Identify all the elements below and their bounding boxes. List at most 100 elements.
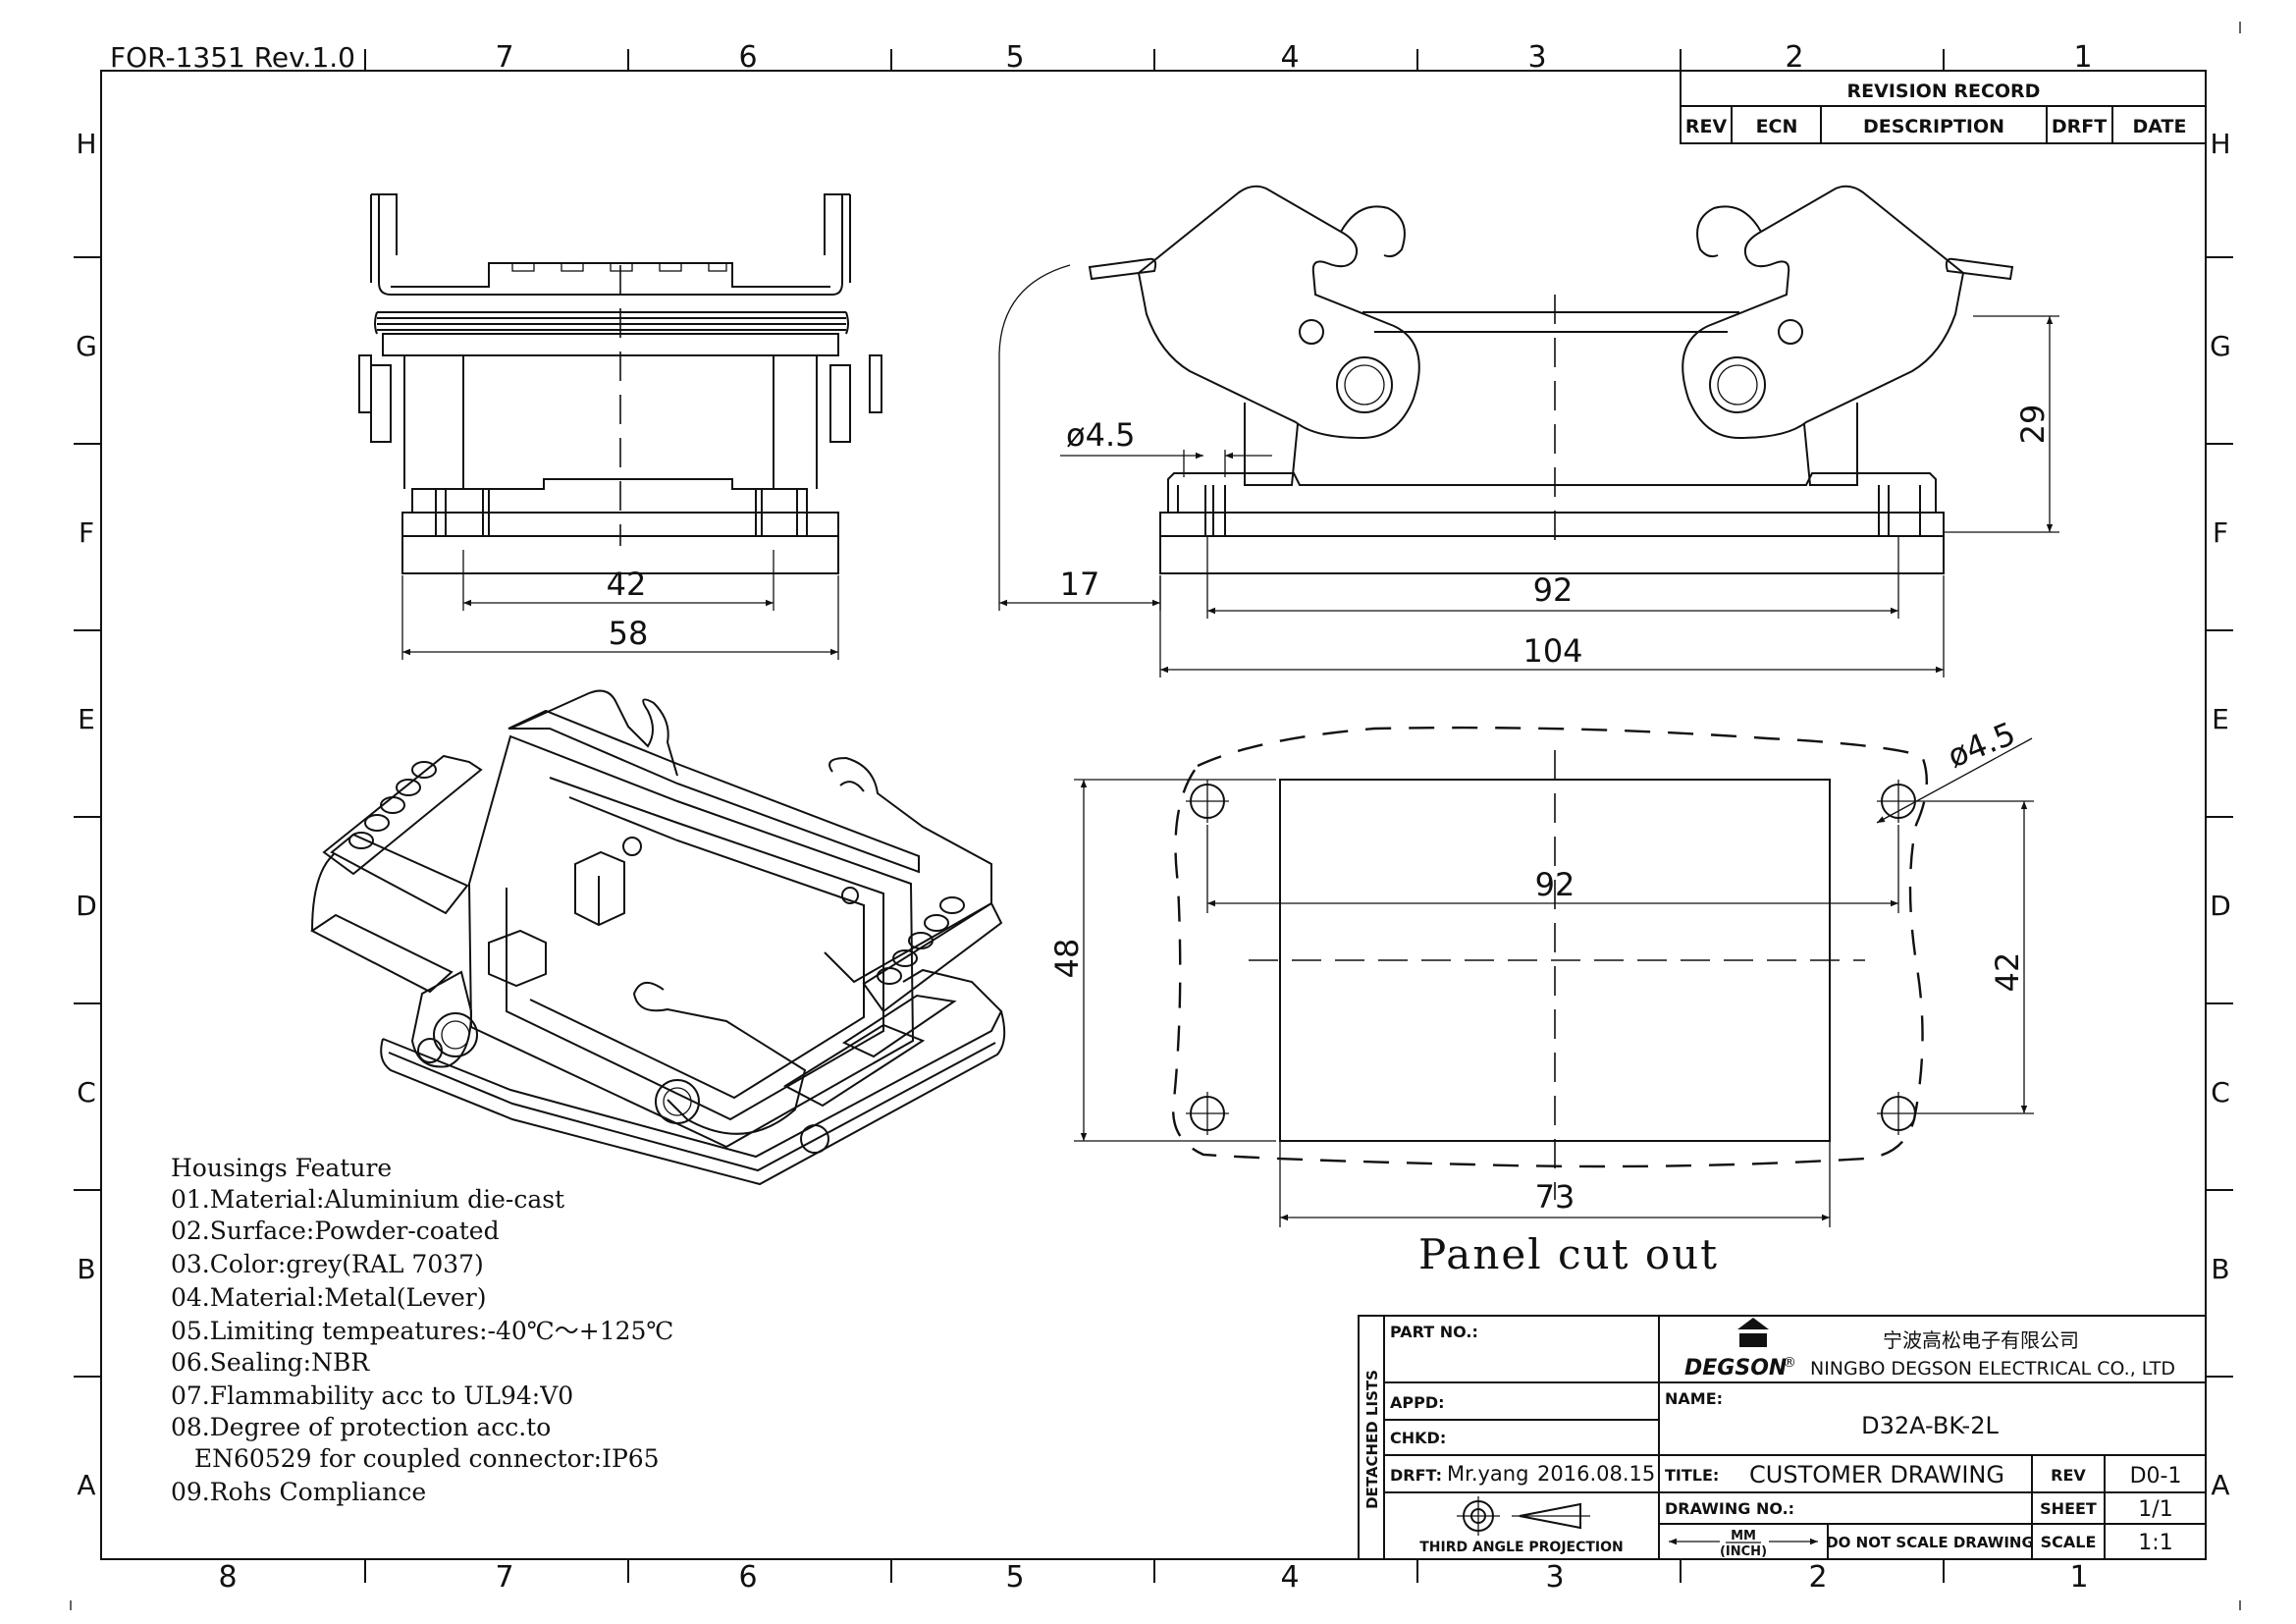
chkd-label: CHKD: — [1390, 1429, 1446, 1447]
projection-label: THIRD ANGLE PROJECTION — [1419, 1540, 1624, 1555]
company-name-en: NINGBO DEGSON ELECTRICAL CO., LTD — [1810, 1358, 2175, 1380]
zone-row-label: H — [2210, 128, 2230, 160]
revision-header-cell: DESCRIPTION — [1863, 116, 2004, 137]
side-dim-hole: ø4.5 — [1066, 416, 1135, 454]
side-dim-92: 92 — [1533, 571, 1574, 609]
feature-item: 07.Flammability acc to UL94:V0 — [171, 1381, 573, 1410]
name-label: NAME: — [1665, 1389, 1723, 1408]
title-label: TITLE: — [1665, 1466, 1719, 1485]
zone-row-label: B — [2211, 1253, 2229, 1285]
side-dim-17: 17 — [1060, 566, 1100, 603]
form-id: FOR-1351 Rev.1.0 — [110, 41, 355, 74]
zone-row-label: D — [76, 890, 97, 922]
zone-col-label: 3 — [1527, 40, 1546, 75]
housing-features: Housings Feature 01.Material:Aluminium d… — [171, 1154, 673, 1506]
feature-item: EN60529 for coupled connector:IP65 — [171, 1444, 660, 1473]
sheet-value: 1/1 — [2138, 1497, 2172, 1522]
zone-rows-left: H G F E D C B A — [76, 128, 97, 1501]
scale-label: SCALE — [2041, 1533, 2097, 1551]
zone-rows-right: H G F E D C B A — [2210, 128, 2231, 1501]
no-scale-note: DO NOT SCALE DRAWING — [1826, 1534, 2034, 1551]
company-name-cn: 宁波高松电子有限公司 — [1883, 1328, 2079, 1352]
part-no-label: PART NO.: — [1390, 1323, 1478, 1341]
panel-cutout-caption: Panel cut out — [1418, 1230, 1719, 1278]
part-name: D32A-BK-2L — [1861, 1412, 1999, 1439]
feature-item: 02.Surface:Powder-coated — [171, 1217, 500, 1245]
feature-item: 08.Degree of protection acc.to — [171, 1413, 551, 1441]
drawing-no-label: DRAWING NO.: — [1665, 1499, 1794, 1518]
zone-col-label: 1 — [2073, 40, 2092, 75]
drafted-date: 2016.08.15 — [1537, 1462, 1655, 1486]
revision-record-table: REVISION RECORD REV ECN DESCRIPTION DRFT… — [1680, 70, 2207, 144]
feature-item: 03.Color:grey(RAL 7037) — [171, 1250, 484, 1278]
revision-header-cell: REV — [1685, 116, 1728, 137]
front-dim-42: 42 — [607, 566, 647, 603]
zone-row-label: G — [76, 330, 97, 362]
zone-col-label: 4 — [1280, 40, 1299, 75]
zone-row-label: B — [77, 1253, 95, 1285]
panel-cutout-view: 92 48 42 73 ø4.5 Panel cut out — [1048, 715, 2034, 1278]
units-inch: (INCH) — [1720, 1544, 1767, 1559]
appd-label: APPD: — [1390, 1393, 1445, 1412]
degson-logo-text: DEGSON — [1684, 1356, 1787, 1380]
svg-text:®: ® — [1783, 1355, 1796, 1371]
degson-logo: DEGSON ® — [1684, 1318, 1796, 1380]
features-heading: Housings Feature — [171, 1154, 392, 1182]
third-angle-projection-icon — [1457, 1496, 1590, 1536]
title-block: DETACHED LISTS PART NO.: APPD: CHKD: DRF… — [1358, 1315, 2207, 1560]
scale-value: 1:1 — [2138, 1531, 2172, 1555]
zone-col-label: 8 — [218, 1560, 237, 1595]
zone-col-label: 7 — [495, 1560, 513, 1595]
revision-record-title: REVISION RECORD — [1847, 81, 2041, 102]
zone-col-label: 6 — [738, 40, 757, 75]
zone-columns-top: 7 6 5 4 3 2 1 — [495, 40, 2092, 75]
cutout-dim-48: 48 — [1048, 939, 1086, 979]
zone-row-label: F — [2213, 516, 2228, 549]
zone-col-label: 1 — [2069, 1560, 2088, 1595]
rev-label: REV — [2051, 1466, 2086, 1485]
zone-row-label: D — [2210, 890, 2231, 922]
side-view: ø4.5 17 92 104 29 — [998, 185, 2059, 677]
zone-col-label: 4 — [1280, 1560, 1299, 1595]
sheet-label: SHEET — [2040, 1499, 2097, 1518]
zone-col-label: 5 — [1005, 40, 1024, 75]
zone-row-label: A — [2211, 1469, 2229, 1501]
zone-row-label: A — [77, 1469, 95, 1501]
zone-col-label: 3 — [1545, 1560, 1564, 1595]
zone-col-label: 2 — [1808, 1560, 1827, 1595]
zone-row-label: E — [78, 703, 95, 735]
zone-row-label: C — [77, 1076, 96, 1109]
zone-col-label: 2 — [1785, 40, 1803, 75]
detached-lists-label: DETACHED LISTS — [1363, 1370, 1381, 1509]
feature-item: 01.Material:Aluminium die-cast — [171, 1185, 564, 1214]
feature-item: 04.Material:Metal(Lever) — [171, 1283, 486, 1312]
cutout-dim-42: 42 — [1989, 952, 2026, 993]
drafter-name: Mr.yang — [1447, 1462, 1528, 1486]
revision-header-cell: DRFT — [2052, 116, 2107, 137]
drawing-title: CUSTOMER DRAWING — [1749, 1461, 2004, 1489]
revision-header-cell: DATE — [2133, 116, 2187, 137]
revision-header-cell: ECN — [1756, 116, 1798, 137]
drawing-frame — [70, 22, 2241, 1610]
zone-columns-bottom: 8 7 6 5 4 3 2 1 — [218, 1560, 2088, 1595]
feature-item: 09.Rohs Compliance — [171, 1478, 426, 1506]
zone-row-label: H — [76, 128, 96, 160]
zone-col-label: 7 — [495, 40, 513, 75]
drft-label: DRFT: — [1390, 1466, 1442, 1485]
zone-row-label: C — [2211, 1076, 2230, 1109]
front-view: 42 58 — [358, 193, 882, 660]
side-dim-104: 104 — [1522, 632, 1582, 670]
cutout-dim-73: 73 — [1535, 1178, 1575, 1216]
zone-col-label: 5 — [1005, 1560, 1024, 1595]
zone-col-label: 6 — [738, 1560, 757, 1595]
rev-value: D0-1 — [2130, 1464, 2182, 1489]
front-dim-58: 58 — [609, 615, 649, 652]
zone-row-label: E — [2212, 703, 2229, 735]
feature-item: 06.Sealing:NBR — [171, 1348, 370, 1377]
zone-row-label: G — [2210, 330, 2231, 362]
feature-item: 05.Limiting tempeatures:-40℃～+125℃ — [171, 1317, 673, 1345]
zone-row-label: F — [79, 516, 94, 549]
units-mm: MM — [1731, 1529, 1756, 1543]
isometric-view — [310, 689, 1006, 1186]
